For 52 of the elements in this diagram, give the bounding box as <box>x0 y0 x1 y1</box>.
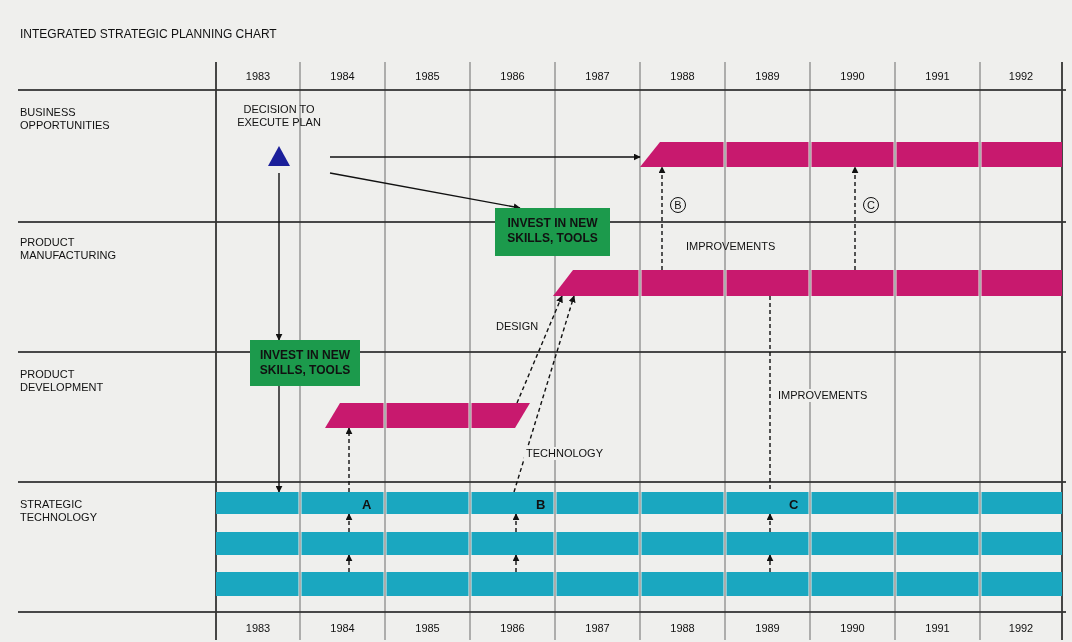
annotation: IMPROVEMENTS <box>686 240 776 253</box>
action-box: INVEST IN NEW SKILLS, TOOLS <box>495 208 610 256</box>
year-label: 1983 <box>245 622 271 635</box>
year-label: 1985 <box>415 70 440 83</box>
dashed-arrow <box>516 295 563 404</box>
row-label: PRODUCT DEVELOPMENT <box>20 368 105 394</box>
arrow <box>329 172 521 211</box>
dashed-arrow <box>345 513 353 533</box>
year-label: 1988 <box>670 70 695 83</box>
dashed-arrow <box>345 427 353 493</box>
dashed-arrow <box>512 513 520 533</box>
dashed-arrow <box>513 295 576 493</box>
year-label: 1992 <box>1008 70 1034 83</box>
milestone-label: DECISION TO EXECUTE PLAN <box>236 103 322 129</box>
action-box: INVEST IN NEW SKILLS, TOOLS <box>250 340 360 386</box>
chart-title: INTEGRATED STRATEGIC PLANNING CHART <box>20 28 277 41</box>
dashed-arrow <box>851 166 859 271</box>
edge-label: DESIGN <box>494 320 541 333</box>
year-label: 1992 <box>1008 622 1034 635</box>
letter-marker: C <box>789 498 799 511</box>
year-label: 1990 <box>840 622 865 635</box>
year-label: 1984 <box>330 70 355 83</box>
arrow <box>329 153 641 161</box>
year-label: 1987 <box>585 622 610 635</box>
year-label: 1989 <box>755 70 780 83</box>
edge-label: IMPROVEMENTS <box>776 389 870 402</box>
year-label: 1987 <box>585 70 610 83</box>
year-label: 1986 <box>500 622 525 635</box>
edge-label: TECHNOLOGY <box>524 447 605 460</box>
dashed-arrow <box>766 513 774 533</box>
dashed-arrow <box>766 554 774 573</box>
year-label: 1991 <box>925 70 950 83</box>
arrow <box>275 172 283 341</box>
letter-marker: A <box>362 498 372 511</box>
year-label: 1985 <box>415 622 440 635</box>
circled-letter: B <box>670 197 686 213</box>
year-label: 1988 <box>670 622 695 635</box>
circled-letter: C <box>863 197 879 213</box>
year-label: 1989 <box>755 622 780 635</box>
year-label: 1991 <box>925 622 950 635</box>
row-label: STRATEGIC TECHNOLOGY <box>20 498 98 524</box>
arrow <box>275 385 283 493</box>
dashed-arrow <box>345 554 353 573</box>
year-label: 1984 <box>330 622 355 635</box>
dashed-arrow <box>512 554 520 573</box>
row-label: PRODUCT MANUFACTURING <box>20 236 117 262</box>
year-label: 1990 <box>840 70 865 83</box>
letter-marker: B <box>536 498 546 511</box>
row-label: BUSINESS OPPORTUNITIES <box>20 106 111 132</box>
year-label: 1986 <box>500 70 525 83</box>
dashed-arrow <box>658 166 666 271</box>
year-label: 1983 <box>245 70 271 83</box>
